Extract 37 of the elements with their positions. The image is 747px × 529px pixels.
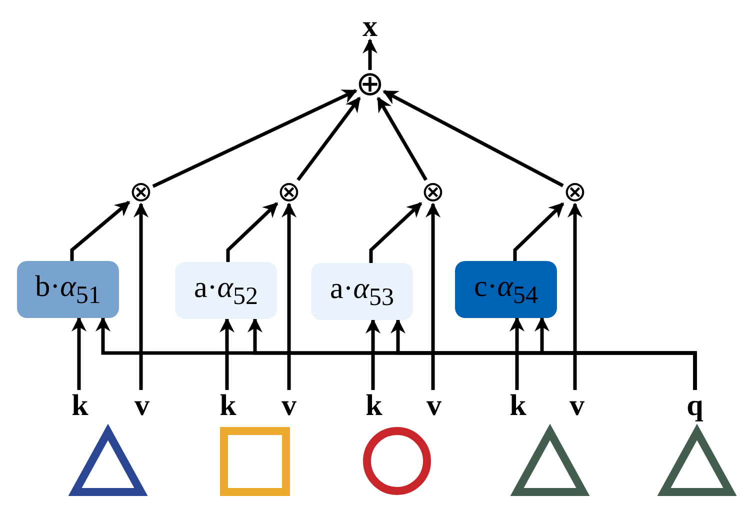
variable-label: v: [561, 390, 593, 422]
product-operator: ⊗: [421, 180, 445, 204]
arrow: [534, 316, 697, 390]
variable-label: v: [126, 390, 158, 422]
arrow: [376, 96, 428, 181]
arrow: [366, 318, 380, 390]
variable-label: k: [358, 390, 390, 422]
variable-label: k: [212, 390, 244, 422]
product-operator: ⊗: [129, 180, 153, 204]
variable-label: x: [358, 14, 382, 40]
arrow: [426, 202, 440, 390]
arrow: [226, 202, 278, 262]
product-operator: ⊗: [277, 180, 301, 204]
arrow: [70, 200, 130, 261]
arrow: [513, 202, 564, 261]
arrow: [382, 90, 564, 188]
variable-label: k: [502, 390, 534, 422]
variable-label: v: [273, 390, 305, 422]
variable-label: v: [418, 390, 450, 422]
weight-box: a·α$_{53}$: [311, 263, 413, 320]
weight-box: a·α$_{52}$: [175, 262, 277, 319]
arrow: [282, 202, 296, 390]
product-operator: ⊗: [563, 180, 587, 204]
variable-label: k: [64, 390, 96, 422]
sum-operator: ⊕: [356, 70, 384, 98]
weight-box: c·α$_{54}$: [455, 261, 557, 318]
weight-box: b·α$_{51}$: [17, 261, 119, 318]
arrow: [152, 89, 358, 188]
arrow: [296, 96, 361, 182]
arrow: [220, 318, 234, 390]
arrow: [510, 316, 524, 390]
arrow: [134, 202, 148, 390]
arrow: [72, 316, 86, 390]
arrow: [568, 202, 582, 390]
arrow: [369, 202, 422, 263]
arrow: [362, 38, 378, 70]
variable-label: q: [679, 390, 711, 422]
